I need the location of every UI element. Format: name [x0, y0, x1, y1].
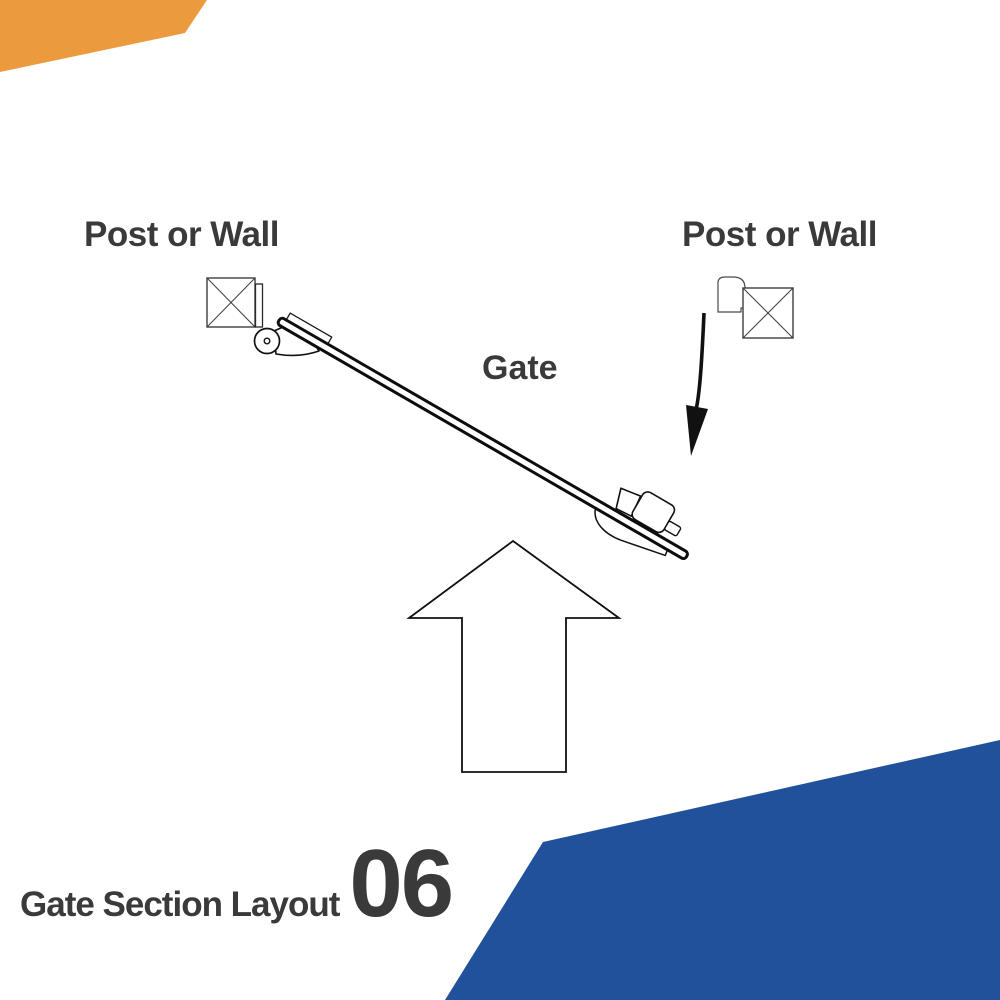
swing-arrow-icon: [686, 312, 708, 456]
section-number: 06: [349, 830, 454, 937]
gate-bar: [276, 312, 689, 560]
footer: Gate Section Layout 06: [20, 830, 454, 937]
up-arrow-icon: [406, 539, 622, 773]
hinge-bracket: [254, 283, 264, 328]
corner-accent-orange: [0, 0, 207, 72]
post-left-label: Post or Wall: [84, 215, 279, 254]
post-symbol-right-icon: [742, 287, 794, 339]
latch-catch-icon: [717, 276, 746, 313]
footer-title: Gate Section Layout: [20, 885, 340, 924]
gate-label: Gate: [482, 349, 558, 387]
post-symbol-left-icon: [206, 277, 256, 328]
post-right-label: Post or Wall: [682, 215, 877, 254]
corner-accent-blue: [445, 740, 1000, 1000]
hinge-pivot-icon: [253, 327, 281, 355]
